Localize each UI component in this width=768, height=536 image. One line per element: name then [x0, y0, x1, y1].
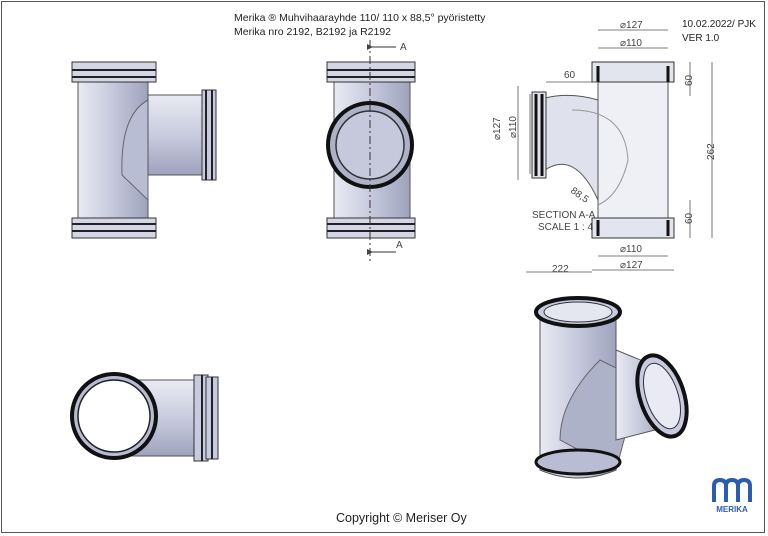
dim-bottom-outer: ⌀127 — [620, 260, 643, 271]
dim-top-inner: ⌀110 — [620, 38, 642, 49]
dim-branch-length: 60 — [564, 70, 576, 81]
section-view — [517, 29, 713, 273]
revision-block: 10.02.2022/ PJK VER 1.0 — [682, 18, 756, 46]
front-view — [71, 61, 217, 239]
dim-overall-width: 222 — [552, 264, 569, 275]
dim-top-outer: ⌀127 — [620, 20, 643, 31]
dim-angle: 88,5 — [568, 185, 591, 205]
isometric-view — [534, 296, 689, 479]
merika-logo: MERIKA — [712, 477, 752, 514]
version-label: VER 1.0 — [682, 33, 720, 44]
bottom-view — [70, 372, 219, 462]
svg-text:MERIKA: MERIKA — [716, 505, 748, 514]
drawing-title: Merika ® Muhvihaarayhde 110/ 110 x 88,5°… — [234, 11, 485, 39]
dim-bottom-inner: ⌀110 — [620, 244, 642, 255]
copyright-notice: Copyright © Meriser Oy — [336, 511, 467, 525]
scale-label: SCALE 1 : 4 — [538, 222, 593, 233]
dim-right-total: 262 — [706, 143, 717, 160]
section-marker-top: A — [400, 42, 407, 53]
date-author: 10.02.2022/ PJK — [682, 19, 756, 30]
dim-side-outer: ⌀127 — [492, 117, 503, 140]
title-line-2: Merika nro 2192, B2192 ja R2192 — [234, 26, 392, 38]
title-line-1: Merika ® Muhvihaarayhde 110/ 110 x 88,5°… — [234, 12, 486, 24]
section-label: SECTION A-A — [532, 210, 596, 221]
side-view — [326, 40, 416, 262]
dim-side-inner: ⌀110 — [508, 116, 519, 138]
dim-right-top: 60 — [684, 74, 695, 86]
section-marker-bottom: A — [396, 240, 403, 251]
dim-right-bottom: 60 — [684, 212, 695, 224]
